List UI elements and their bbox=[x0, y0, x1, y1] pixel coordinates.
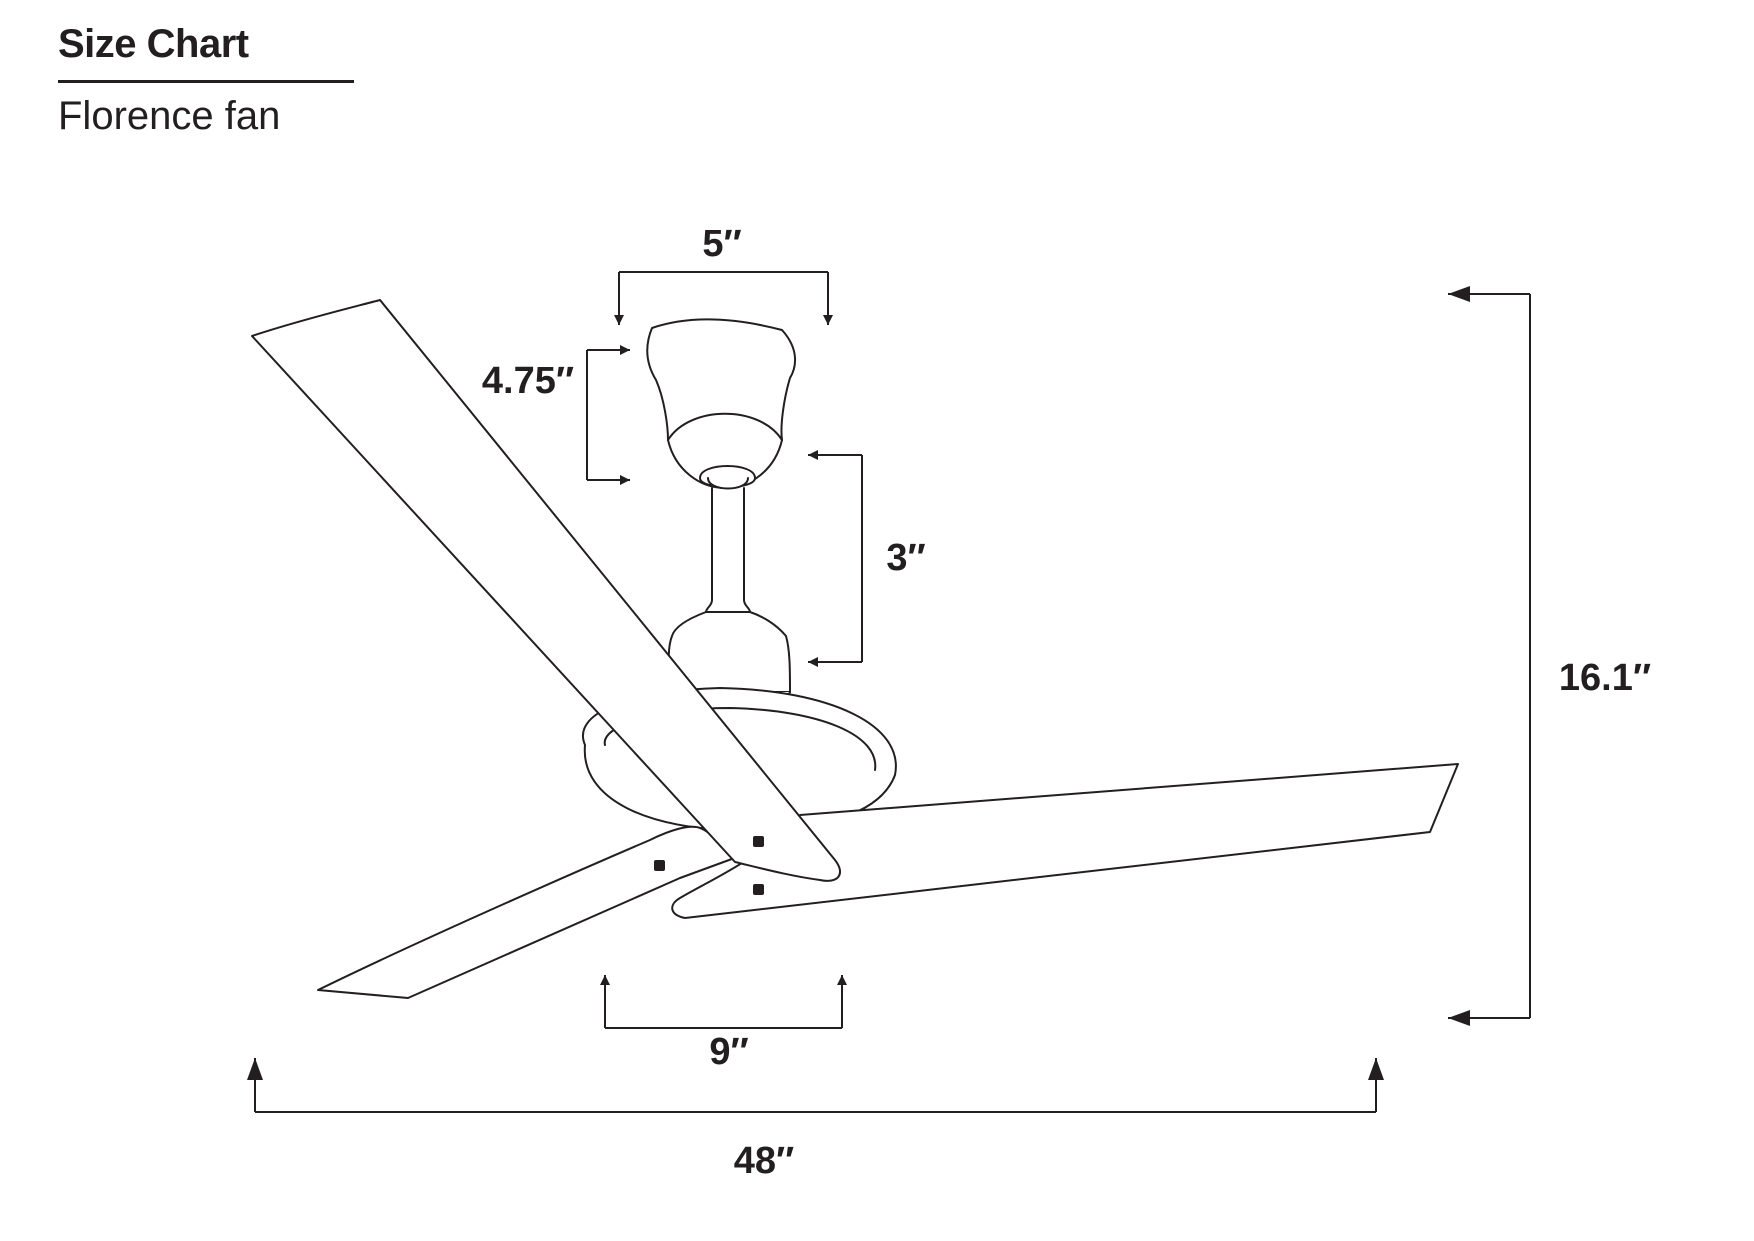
dim-overall-height bbox=[1448, 286, 1531, 1026]
dim-label-blade-span: 48″ bbox=[734, 1140, 794, 1182]
dim-canopy-width bbox=[614, 271, 833, 325]
dim-label-canopy-width: 5″ bbox=[702, 223, 741, 265]
dim-label-canopy-height: 4.75″ bbox=[482, 360, 574, 402]
dim-blade-span bbox=[247, 1058, 1384, 1113]
dim-canopy-height bbox=[586, 345, 630, 485]
page-title: Size Chart bbox=[58, 22, 249, 66]
dim-downrod bbox=[808, 450, 863, 667]
screw-3 bbox=[753, 884, 764, 895]
blade-screws bbox=[654, 836, 764, 895]
dim-label-motor-width: 9″ bbox=[709, 1031, 748, 1073]
title-underline bbox=[58, 80, 354, 83]
canopy bbox=[646, 318, 796, 489]
fan-drawing bbox=[251, 299, 1459, 999]
page-subtitle: Florence fan bbox=[58, 94, 281, 138]
fan-blade-back-left bbox=[251, 299, 841, 882]
dimension-lines bbox=[247, 271, 1531, 1113]
dim-label-overall-height: 16.1″ bbox=[1559, 657, 1651, 699]
downrod bbox=[699, 465, 756, 613]
dim-label-downrod: 3″ bbox=[886, 537, 925, 579]
screw-2 bbox=[753, 836, 764, 847]
dim-motor-width bbox=[600, 975, 847, 1029]
screw-1 bbox=[654, 860, 665, 871]
